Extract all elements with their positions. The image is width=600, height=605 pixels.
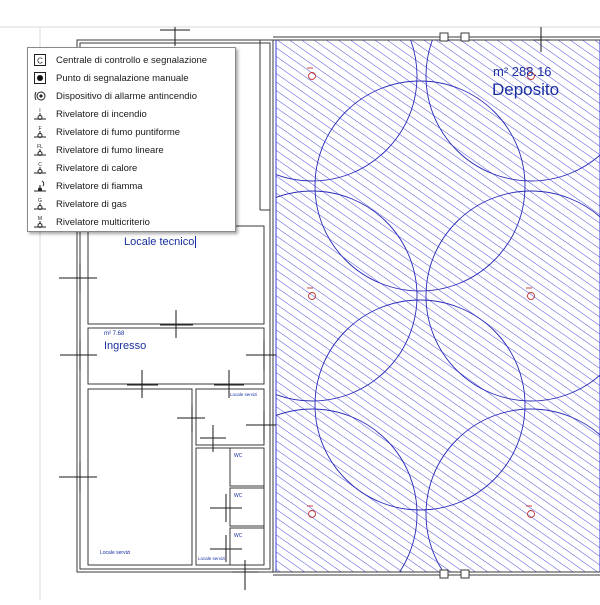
menu-item-label: Rivelatore di incendio: [56, 108, 147, 120]
locale-servizi-small-label: Locale servizi: [230, 392, 258, 397]
svg-text:M: M: [38, 216, 42, 222]
deposito-area-label: m² 288.16: [493, 64, 552, 79]
heat-detector-icon: C: [34, 162, 46, 174]
detector[interactable]: [307, 287, 316, 300]
menu-item-control-panel[interactable]: C Centrale di controllo e segnalazione: [28, 51, 235, 69]
door-markers: [59, 27, 550, 590]
menu-item-point-smoke-detector[interactable]: F Rivelatore di fumo puntiforme: [28, 123, 235, 141]
menu-item-label: Rivelatore multicriterio: [56, 216, 150, 228]
menu-item-label: Punto di segnalazione manuale: [56, 72, 189, 84]
menu-item-multi-criteria-detector[interactable]: M Rivelatore multicriterio: [28, 213, 235, 231]
detector[interactable]: [526, 67, 535, 80]
gas-detector-icon: G: [34, 198, 46, 210]
fire-alarm-device-icon: [34, 91, 46, 101]
linear-smoke-detector-icon: FL: [34, 144, 46, 156]
control-panel-icon: C: [34, 54, 46, 66]
wc-label: WC: [234, 453, 243, 459]
menu-item-gas-detector[interactable]: G Rivelatore di gas: [28, 195, 235, 213]
menu-item-label: Rivelatore di calore: [56, 162, 138, 174]
menu-item-alarm-device[interactable]: Dispositivo di allarme antincendio: [28, 87, 235, 105]
wc-label: WC: [234, 533, 243, 539]
detector[interactable]: [526, 505, 535, 518]
point-smoke-detector-icon: F: [34, 126, 46, 138]
menu-item-heat-detector[interactable]: C Rivelatore di calore: [28, 159, 235, 177]
svg-text:F: F: [38, 126, 41, 132]
detector-symbols[interactable]: [307, 67, 535, 518]
fire-symbol-menu[interactable]: C Centrale di controllo e segnalazione P…: [27, 47, 236, 232]
manual-call-point-icon: [34, 72, 46, 84]
menu-item-flame-detector[interactable]: Rivelatore di fiamma: [28, 177, 235, 195]
menu-item-label: Rivelatore di fiamma: [56, 180, 143, 192]
wc-label: WC: [234, 493, 243, 499]
locale-servizi-label: Locale servizi: [100, 550, 131, 556]
svg-text:C: C: [37, 57, 43, 66]
multi-criteria-detector-icon: M: [34, 216, 46, 228]
svg-text:FL: FL: [37, 144, 43, 150]
menu-item-label: Centrale di controllo e segnalazione: [56, 54, 208, 66]
menu-item-label: Rivelatore di gas: [56, 198, 127, 210]
ingresso-area-label: m² 7.68: [104, 331, 125, 337]
deposito-area[interactable]: [207, 0, 600, 600]
detector[interactable]: [307, 67, 316, 80]
menu-item-linear-smoke-detector[interactable]: FL Rivelatore di fumo lineare: [28, 141, 235, 159]
coverage-circles: [276, 40, 600, 572]
menu-item-label: Rivelatore di fumo puntiforme: [56, 126, 181, 138]
locale-servizi-bottom-label: Locale servizi: [198, 556, 226, 561]
menu-item-fire-detector[interactable]: I Rivelatore di incendio: [28, 105, 235, 123]
fire-detector-icon: I: [34, 108, 46, 120]
menu-item-label: Dispositivo di allarme antincendio: [56, 90, 197, 102]
menu-item-label: Rivelatore di fumo lineare: [56, 144, 164, 156]
svg-text:C: C: [38, 162, 42, 168]
locale-tecnico-label[interactable]: Locale tecnico: [124, 236, 197, 248]
svg-text:G: G: [38, 198, 42, 204]
detector[interactable]: [307, 505, 316, 518]
menu-item-manual-call-point[interactable]: Punto di segnalazione manuale: [28, 69, 235, 87]
detector[interactable]: [526, 287, 535, 300]
ingresso-name-label: Ingresso: [104, 340, 147, 352]
flame-detector-icon: [34, 180, 46, 192]
deposito-name-label: Deposito: [492, 80, 560, 99]
svg-text:I: I: [39, 108, 40, 114]
